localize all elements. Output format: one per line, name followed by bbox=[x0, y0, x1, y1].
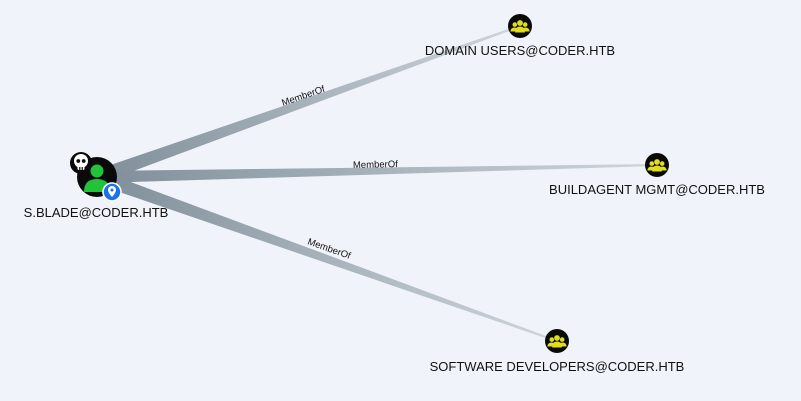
node-label: DOMAIN USERS@CODER.HTB bbox=[425, 43, 615, 58]
group-node-software-developers[interactable]: SOFTWARE DEVELOPERS@CODER.HTB bbox=[430, 329, 685, 374]
edge-memberof-software-developers[interactable]: MemberOf bbox=[93, 171, 557, 342]
group-icon bbox=[510, 20, 530, 33]
group-node-domain-users[interactable]: DOMAIN USERS@CODER.HTB bbox=[425, 14, 615, 58]
node-circle bbox=[645, 153, 669, 177]
skull-icon bbox=[70, 152, 92, 174]
group-node-buildagent-mgmt[interactable]: BUILDAGENT MGMT@CODER.HTB bbox=[549, 153, 765, 197]
group-icon bbox=[647, 159, 667, 172]
group-icon bbox=[547, 335, 567, 348]
node-label: SOFTWARE DEVELOPERS@CODER.HTB bbox=[430, 359, 685, 374]
node-label: S.BLADE@CODER.HTB bbox=[24, 205, 169, 220]
edge-memberof-buildagent-mgmt[interactable]: MemberOf bbox=[97, 159, 657, 183]
node-circle bbox=[508, 14, 532, 38]
edge-label: MemberOf bbox=[353, 159, 398, 171]
pin-icon bbox=[102, 182, 122, 202]
node-circle bbox=[545, 329, 569, 353]
user-node-s-blade[interactable]: S.BLADE@CODER.HTB bbox=[24, 152, 169, 220]
node-label: BUILDAGENT MGMT@CODER.HTB bbox=[549, 182, 765, 197]
